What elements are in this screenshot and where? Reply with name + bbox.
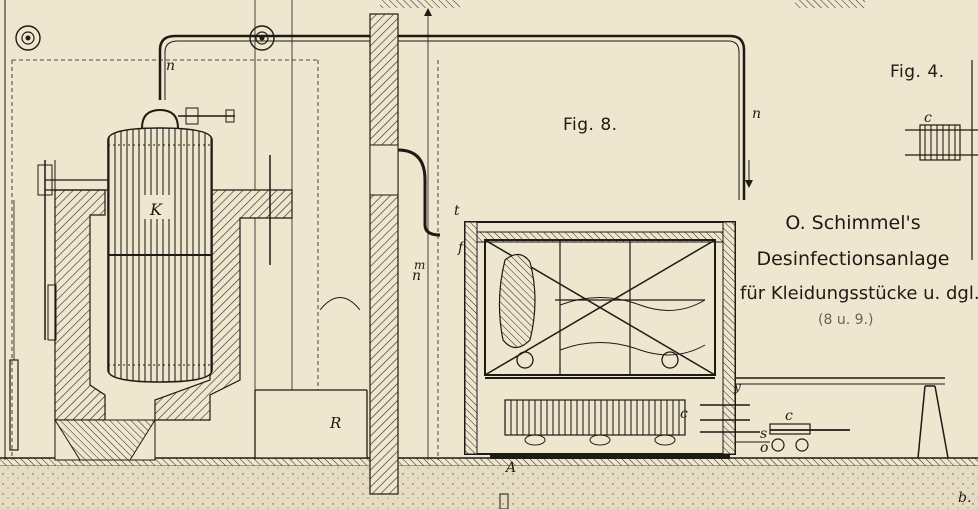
top-hatch-left [380, 0, 460, 8]
label-K: K [150, 200, 162, 219]
label-t: t [454, 203, 460, 219]
top-hatch [795, 0, 865, 8]
label-m: m [414, 258, 426, 272]
label-y: y [734, 380, 741, 394]
label-n-top: n [166, 58, 176, 74]
label-s: s [760, 426, 768, 442]
water-gauge [9, 160, 108, 451]
fig4-label: Fig. 4. [890, 62, 945, 82]
label-n-mid: n [412, 268, 422, 284]
furnace-masonry [54, 189, 293, 461]
floor [0, 457, 978, 509]
label-R: R [330, 414, 342, 432]
rails-right [700, 377, 949, 459]
boiler [107, 107, 235, 383]
title-line-4: (8 u. 9.) [818, 312, 874, 328]
wall-column [369, 8, 439, 495]
left-frame-lines [4, 0, 319, 460]
label-c-rail: c [680, 406, 688, 422]
title-line-3: für Kleidungsstücke u. dgl. [740, 283, 978, 304]
label-A: A [506, 460, 517, 476]
steam-pipe [158, 34, 753, 200]
disinfection-chamber [464, 221, 736, 459]
bottom-post [499, 493, 509, 509]
tank-R [254, 297, 368, 459]
title-line-2: Desinfectionsanlage [756, 248, 950, 270]
label-n-right: n [752, 106, 762, 122]
pulley-left [15, 25, 41, 51]
label-c-trolley: c [785, 408, 793, 424]
pulley-right [249, 25, 275, 51]
label-f: f [458, 240, 464, 256]
fig8-label: Fig. 8. [563, 115, 618, 135]
fig4-detail [905, 60, 978, 260]
inlet-pipe [397, 148, 441, 237]
label-c-fig4: c [924, 110, 932, 126]
label-o: o [760, 440, 769, 456]
title-line-1: O. Schimmel's [785, 212, 921, 234]
label-b: b. [958, 490, 972, 506]
